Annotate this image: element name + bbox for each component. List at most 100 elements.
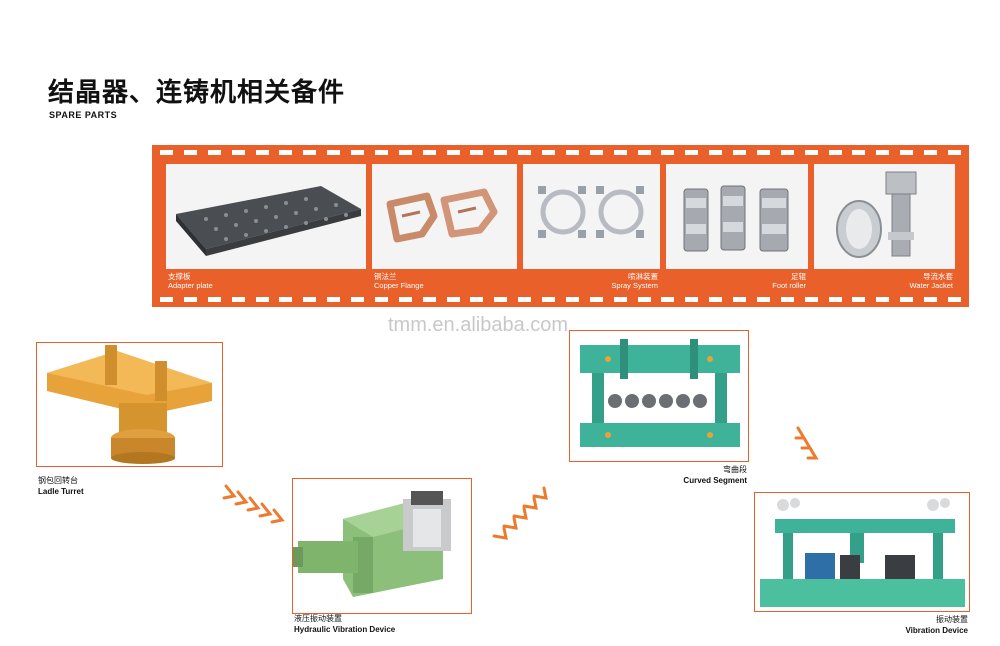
film-perforation-hole [207,297,221,302]
curved-segment-image [569,330,749,462]
foot-roller-image [666,164,808,269]
film-perforation-hole [542,150,555,155]
film-perforation-hole [804,150,818,155]
film-perforation-hole [518,150,532,155]
page-subtitle: SPARE PARTS [49,110,118,120]
film-perforation-hole [637,150,651,155]
film-perforation-hole [589,297,603,302]
hydraulic-vibration-label: 液压振动装置 Hydraulic Vibration Device [294,613,395,635]
flow-arrow-3 [794,426,819,460]
adapter-plate-image [166,164,366,269]
film-perforation-hole [398,150,412,155]
film-perforation-hole [947,150,961,155]
water-jacket-en: Water Jacket [909,281,953,290]
film-perforation-hole [876,297,890,302]
film-perforation-hole [494,297,508,302]
film-perforation-hole [828,297,842,302]
film-perforation-hole [327,297,341,302]
film-perforation-hole [756,297,770,302]
film-perforation-hole [685,297,699,302]
film-perforation-hole [279,150,293,155]
ladle-turret-image [36,342,223,467]
film-perforation-hole [374,150,388,155]
film-perforation-hole [756,150,770,155]
spray-system-caption: 喷淋装置 Spray System [525,272,658,290]
film-perforation-hole [231,150,245,155]
film-perforation-hole [446,150,460,155]
film-perforation-hole [876,150,890,155]
vibration-device-en: Vibration Device [905,626,968,635]
water-jacket-image [814,164,955,269]
ladle-turret-en: Ladle Turret [38,487,84,496]
film-perforation-hole [183,297,197,302]
adapter-plate-en: Adapter plate [168,281,213,290]
film-perforation-hole [160,297,173,302]
film-perforation-hole [804,297,818,302]
film-perforation-hole [446,297,460,302]
film-perforation-hole [422,297,436,302]
water-jacket-cn: 导流水套 [923,272,953,281]
film-frame-water-jacket: 导流水套 Water Jacket [814,164,955,290]
film-perforation-hole [303,297,317,302]
film-perforation-hole [207,150,221,155]
film-perforation-hole [589,150,603,155]
film-perforation-hole [565,150,579,155]
spray-system-image [523,164,660,269]
film-perforation-hole [160,150,173,155]
film-perforation-hole [303,150,317,155]
film-perforation-hole [183,150,197,155]
spray-system-cn: 喷淋装置 [628,272,658,281]
film-perforation-hole [255,297,269,302]
watermark: tmm.en.alibaba.com [388,314,569,336]
film-perforation-hole [828,150,842,155]
hydraulic-vibration-en: Hydraulic Vibration Device [294,625,396,634]
film-perforation-hole [613,150,627,155]
film-perforation-hole [709,297,723,302]
film-perforation-hole [470,297,484,302]
curved-segment-en: Curved Segment [683,476,747,485]
page-title: 结晶器、连铸机相关备件 [48,78,346,108]
ladle-turret-label: 钢包回转台 Ladle Turret [38,475,84,497]
film-perforation-hole [852,150,866,155]
film-perforation-hole [255,150,269,155]
film-perforation-hole [852,297,866,302]
film-perforation-hole [924,150,937,155]
film-perforation-hole [327,150,341,155]
film-perforation-hole [661,150,675,155]
film-perforation-hole [613,297,627,302]
film-frame-copper-flange: 铜法兰 Copper Flange [372,164,517,290]
film-perforation-top [160,150,961,155]
vibration-device-image [754,492,970,612]
vibration-device-cn: 振动装置 [936,615,968,624]
film-perforation-hole [780,150,794,155]
film-perforation-hole [422,150,436,155]
film-frame-adapter-plate: 支撑板 Adapter plate [166,164,366,290]
copper-flange-image [372,164,517,269]
film-perforation-hole [398,297,412,302]
film-perforation-hole [924,297,937,302]
film-frame-spray-system: 喷淋装置 Spray System [523,164,660,290]
film-perforation-hole [374,297,388,302]
film-perforation-hole [279,297,293,302]
film-perforation-hole [518,297,532,302]
spray-system-en: Spray System [611,281,658,290]
vibration-device-label: 振动装置 Vibration Device [880,614,968,636]
film-perforation-bottom [160,297,961,302]
film-perforation-hole [494,150,508,155]
copper-flange-en: Copper Flange [374,281,424,290]
foot-roller-caption: 足辊 Foot roller [668,272,806,290]
film-frame-foot-roller: 足辊 Foot roller [666,164,808,290]
curved-segment-label: 弯曲段 Curved Segment [683,464,747,486]
adapter-plate-caption: 支撑板 Adapter plate [168,272,364,290]
film-perforation-hole [900,150,914,155]
flow-arrow-1 [222,484,285,524]
flow-arrow-2 [492,486,548,540]
film-perforation-hole [709,150,723,155]
curved-segment-cn: 弯曲段 [723,465,747,474]
film-perforation-hole [947,297,961,302]
film-perforation-hole [351,297,364,302]
adapter-plate-cn: 支撑板 [168,272,191,281]
film-perforation-hole [780,297,794,302]
film-perforation-hole [685,150,699,155]
film-perforation-hole [565,297,579,302]
